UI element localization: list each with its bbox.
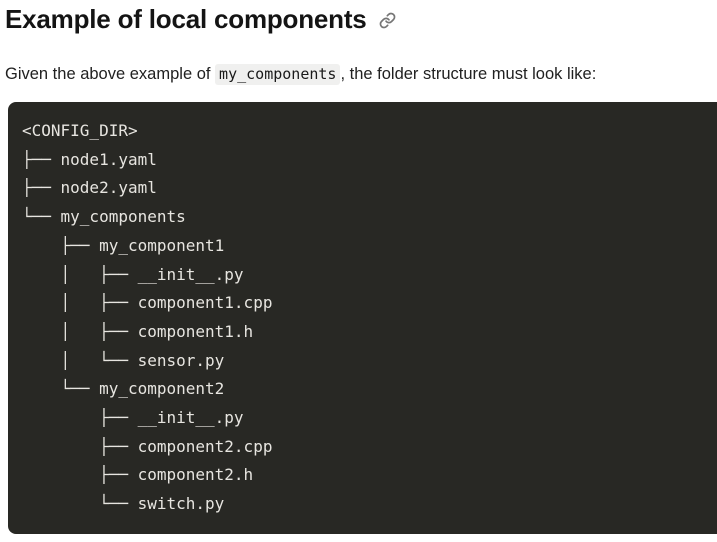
page-title: Example of local components <box>5 4 367 34</box>
code-block: <CONFIG_DIR> ├── node1.yaml ├── node2.ya… <box>8 102 717 534</box>
folder-tree-listing: <CONFIG_DIR> ├── node1.yaml ├── node2.ya… <box>22 121 273 514</box>
intro-text-prefix: Given the above example of <box>5 65 216 83</box>
inline-code-my-components: my_components <box>215 64 341 85</box>
intro-paragraph: Given the above example of my_components… <box>5 63 717 85</box>
section-heading: Example of local components <box>5 3 717 35</box>
heading-anchor-link[interactable] <box>379 12 396 29</box>
intro-text-suffix: , the folder structure must look like: <box>340 65 597 83</box>
chain-link-icon <box>379 12 395 29</box>
